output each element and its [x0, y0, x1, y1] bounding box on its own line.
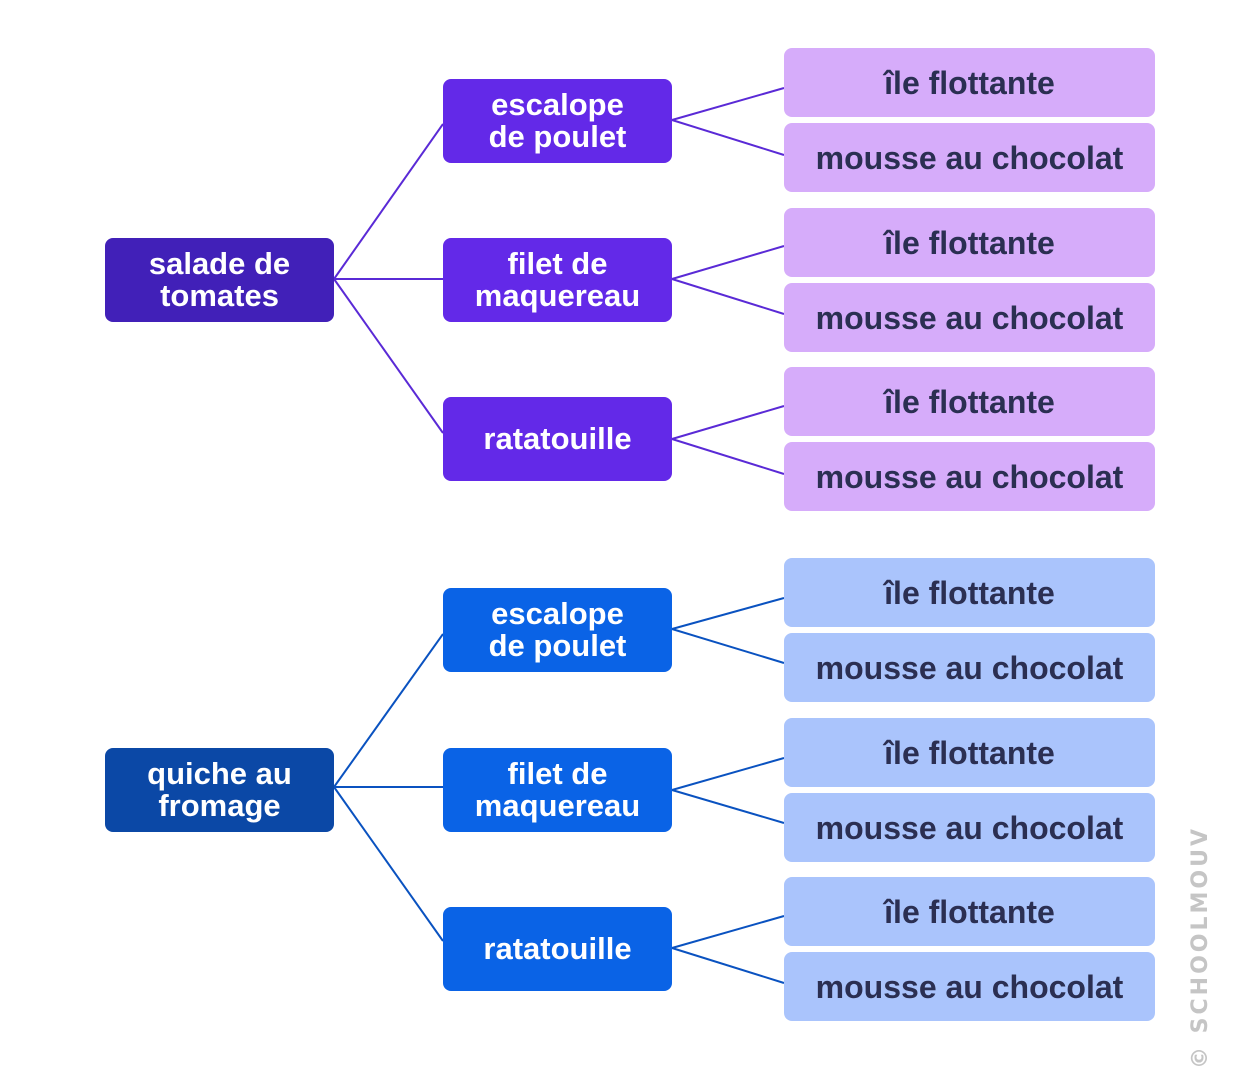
entree-label: quiche au fromage — [147, 756, 292, 823]
plat-node: filet de maquereau — [443, 238, 672, 322]
copyright-symbol: © — [1187, 1043, 1213, 1069]
dessert-label: mousse au chocolat — [815, 809, 1124, 846]
dessert-node: mousse au chocolat — [784, 633, 1155, 702]
dessert-node: île flottante — [784, 367, 1155, 436]
plat-label: escalope de poulet — [488, 596, 627, 663]
entree-node: salade de tomates — [105, 238, 334, 322]
plat-node: escalope de poulet — [443, 588, 672, 672]
dessert-node: île flottante — [784, 877, 1155, 946]
dessert-label: île flottante — [884, 383, 1055, 420]
copyright-brand: SCHOOLMOUV — [1187, 826, 1213, 1034]
dessert-label: île flottante — [884, 734, 1055, 771]
dessert-node: île flottante — [784, 208, 1155, 277]
dessert-node: île flottante — [784, 558, 1155, 627]
plat-node: escalope de poulet — [443, 79, 672, 163]
copyright-watermark: © SCHOOLMOUV — [1180, 826, 1220, 1069]
dessert-label: île flottante — [884, 893, 1055, 930]
dessert-node: mousse au chocolat — [784, 952, 1155, 1021]
plat-node: ratatouille — [443, 907, 672, 991]
dessert-node: île flottante — [784, 718, 1155, 787]
dessert-node: mousse au chocolat — [784, 123, 1155, 192]
plat-label: escalope de poulet — [488, 87, 627, 154]
dessert-node: mousse au chocolat — [784, 793, 1155, 862]
dessert-label: mousse au chocolat — [815, 649, 1124, 686]
entree-node: quiche au fromage — [105, 748, 334, 832]
dessert-label: mousse au chocolat — [815, 968, 1124, 1005]
entree-label: salade de tomates — [148, 246, 291, 313]
plat-label: filet de maquereau — [474, 756, 641, 823]
dessert-node: île flottante — [784, 48, 1155, 117]
tree1-connectors — [333, 87, 785, 475]
plat-node: ratatouille — [443, 397, 672, 481]
dessert-label: île flottante — [884, 574, 1055, 611]
plat-label: ratatouille — [483, 931, 632, 966]
dessert-label: mousse au chocolat — [815, 299, 1124, 336]
dessert-label: île flottante — [884, 64, 1055, 101]
plat-label: ratatouille — [483, 421, 632, 456]
tree2-connectors — [333, 597, 785, 984]
dessert-node: mousse au chocolat — [784, 442, 1155, 511]
plat-node: filet de maquereau — [443, 748, 672, 832]
dessert-label: mousse au chocolat — [815, 139, 1124, 176]
plat-label: filet de maquereau — [474, 246, 641, 313]
dessert-label: mousse au chocolat — [815, 458, 1124, 495]
dessert-label: île flottante — [884, 224, 1055, 261]
dessert-node: mousse au chocolat — [784, 283, 1155, 352]
